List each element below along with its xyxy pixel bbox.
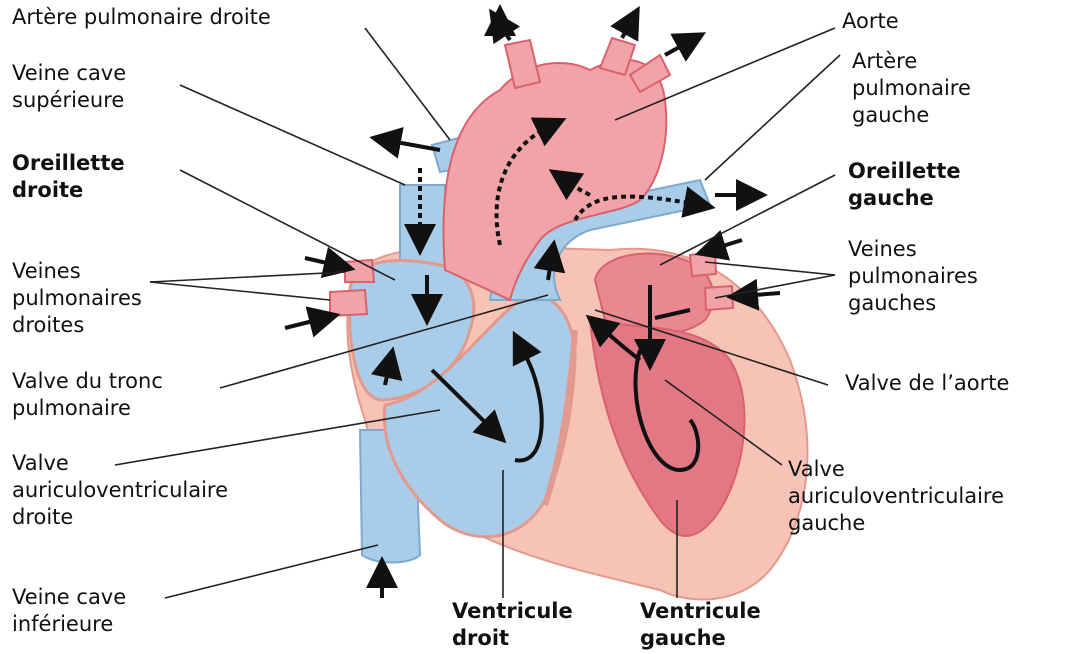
label-valve-av-gauche: Valve auriculoventriculaire gauche [788, 456, 1004, 537]
label-veine-cave-superieure: Veine cave supérieure [12, 60, 126, 114]
label-ventricule-gauche: Ventricule gauche [640, 598, 761, 652]
right-pulmonary-vein-upper [345, 260, 374, 282]
label-oreillette-droite: Oreillette droite [12, 150, 125, 204]
left-pulmonary-vein-upper [690, 252, 716, 276]
label-veines-pulmonaires-gauches: Veines pulmonaires gauches [848, 236, 978, 317]
label-oreillette-gauche: Oreillette gauche [848, 158, 961, 212]
label-valve-aorte: Valve de l’aorte [845, 370, 1009, 397]
label-veine-cave-inferieure: Veine cave inférieure [12, 584, 126, 638]
label-ventricule-droit: Ventricule droit [452, 598, 573, 652]
label-artere-pulmonaire-gauche: Artère pulmonaire gauche [852, 48, 971, 129]
label-valve-av-droite: Valve auriculoventriculaire droite [12, 450, 228, 531]
label-veines-pulmonaires-droites: Veines pulmonaires droites [12, 258, 142, 339]
label-valve-tronc-pulmonaire: Valve du tronc pulmonaire [12, 368, 163, 422]
label-arteria-pulmonaire-droite: Artère pulmonaire droite [12, 4, 271, 31]
label-aorte: Aorte [842, 8, 899, 35]
right-pulmonary-vein-lower [330, 290, 367, 316]
